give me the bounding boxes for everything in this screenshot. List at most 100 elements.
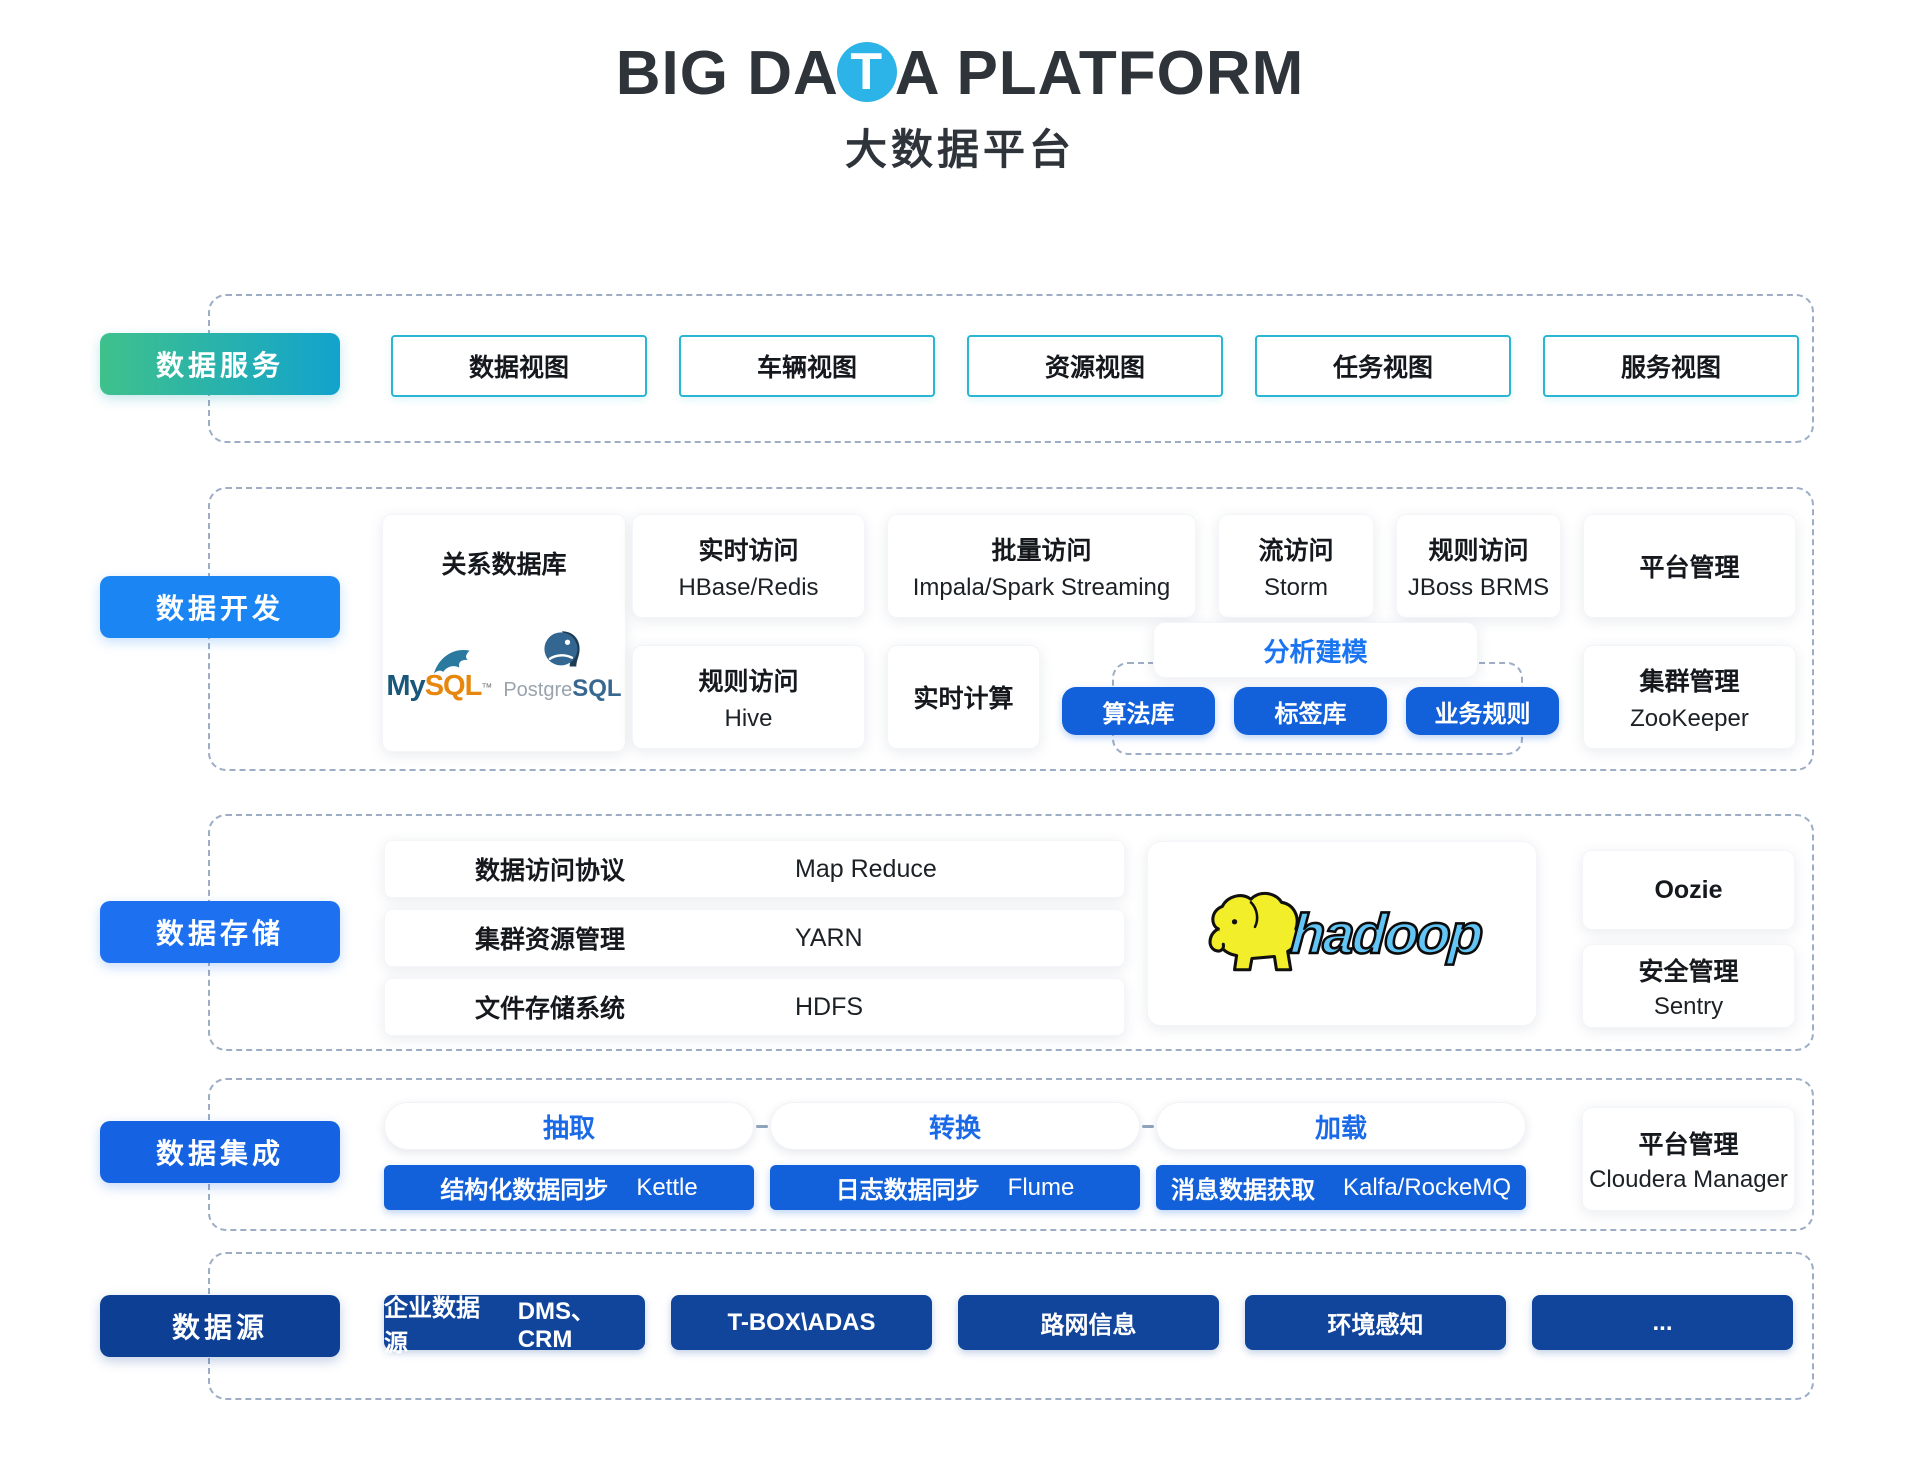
button-business-rules: 业务规则	[1406, 687, 1559, 735]
box-value: Cloudera Manager	[1589, 1165, 1788, 1193]
source-label: 路网信息	[1040, 1312, 1137, 1339]
source-value: DMS、CRM	[517, 1298, 596, 1353]
box-realtime-access: 实时访问 HBase/Redis	[632, 514, 865, 618]
source-label: 企业数据源	[384, 1294, 480, 1357]
mysql-dolphin-icon	[433, 649, 470, 674]
box-cloudera-manager: 平台管理 Cloudera Manager	[1582, 1107, 1795, 1211]
pipeline-value: Kettle	[636, 1173, 698, 1201]
storage-row-label: 数据访问协议	[475, 857, 626, 885]
step-connector	[756, 1124, 768, 1128]
box-realtime-compute: 实时计算	[887, 645, 1040, 749]
mysql-wordmark: MySQL™	[386, 670, 492, 703]
service-views-row: 数据视图 车辆视图 资源视图 任务视图 服务视图	[391, 335, 1799, 397]
view-box-data: 数据视图	[391, 335, 647, 397]
analysis-modeling-title: 分析建模	[1153, 622, 1478, 678]
box-title: 规则访问	[1428, 536, 1529, 565]
db-logos: MySQL™ PostgreSQL	[386, 581, 622, 751]
postgresql-wordmark: PostgreSQL	[503, 675, 621, 703]
storage-row-label: 集群资源管理	[475, 926, 626, 954]
step-connector	[1142, 1124, 1154, 1128]
analysis-modeling-group: 分析建模 算法库 标签库 业务规则	[1062, 622, 1561, 755]
storage-row-value: Map Reduce	[795, 854, 937, 883]
box-title: 实时访问	[698, 536, 799, 565]
mysql-wordmark-sql: SQL	[424, 670, 483, 702]
rail-label-data-services: 数据服务	[100, 333, 340, 395]
box-value: Storm	[1263, 573, 1328, 601]
pipeline-structured-sync-kettle: 结构化数据同步 Kettle	[384, 1165, 754, 1210]
box-value: Impala/Spark Streaming	[912, 573, 1171, 601]
section-data-storage: 数据访问协议 Map Reduce 集群资源管理 YARN 文件存储系统 HDF…	[208, 814, 1814, 1051]
relational-db-title: 关系数据库	[441, 551, 567, 579]
source-label: ...	[1652, 1308, 1673, 1336]
storage-row-yarn: 集群资源管理 YARN	[384, 909, 1125, 967]
box-value: JBoss BRMS	[1407, 573, 1550, 601]
box-platform-management: 平台管理	[1583, 514, 1796, 618]
development-top-row: 实时访问 HBase/Redis 批量访问 Impala/Spark Strea…	[632, 514, 1796, 618]
mysql-logo: MySQL™	[386, 643, 492, 703]
rail-label-data-integration: 数据集成	[100, 1121, 340, 1183]
box-stream-access: 流访问 Storm	[1218, 514, 1374, 618]
data-sources-row: 企业数据源 DMS、CRM T-BOX\ADAS 路网信息 环境感知 ...	[384, 1295, 1793, 1357]
box-title: 集群管理	[1639, 667, 1740, 696]
pipeline-message-fetch-mq: 消息数据获取 Kalfa/RockeMQ	[1156, 1165, 1526, 1210]
pipeline-label: 消息数据获取	[1170, 1177, 1315, 1204]
box-title: Oozie	[1654, 875, 1723, 904]
pipeline-label: 结构化数据同步	[440, 1177, 609, 1204]
postgresql-wordmark-pre: Postgre	[503, 679, 573, 701]
title-text-pre: BIG DA	[615, 39, 839, 108]
postgresql-elephant-icon	[544, 631, 581, 667]
box-value: Sentry	[1653, 992, 1724, 1020]
pipeline-value: Flume	[1007, 1173, 1075, 1201]
development-bottom-row: 规则访问 Hive 实时计算 分析建模 算法库 标签库 业务规则 集群管理 Zo…	[632, 622, 1796, 755]
section-data-sources: 企业数据源 DMS、CRM T-BOX\ADAS 路网信息 环境感知 ...	[208, 1252, 1814, 1400]
box-cluster-management-zookeeper: 集群管理 ZooKeeper	[1583, 645, 1796, 749]
source-label: T-BOX\ADAS	[727, 1308, 876, 1336]
view-box-task: 任务视图	[1255, 335, 1511, 397]
hadoop-logo-card: hadoop	[1147, 841, 1537, 1026]
box-title: 流访问	[1258, 536, 1334, 565]
box-value: ZooKeeper	[1630, 704, 1749, 732]
storage-rows: 数据访问协议 Map Reduce 集群资源管理 YARN 文件存储系统 HDF…	[384, 840, 1125, 1047]
box-rule-access-jboss: 规则访问 JBoss BRMS	[1396, 514, 1561, 618]
button-algorithm-library: 算法库	[1062, 687, 1215, 735]
box-oozie: Oozie	[1582, 850, 1795, 930]
postgresql-logo: PostgreSQL	[503, 628, 622, 703]
analysis-buttons-row: 算法库 标签库 业务规则	[1062, 687, 1559, 735]
box-title: 平台管理	[1638, 1130, 1739, 1159]
rail-label-data-sources: 数据源	[100, 1295, 340, 1357]
source-enterprise-dms-crm: 企业数据源 DMS、CRM	[384, 1295, 645, 1357]
relational-db-card: 关系数据库 MySQL™ PostgreSQL	[382, 514, 626, 752]
storage-row-value: YARN	[795, 923, 863, 952]
source-road-network: 路网信息	[958, 1295, 1219, 1350]
section-data-development: 关系数据库 MySQL™ PostgreSQL	[208, 487, 1814, 771]
title-circled-t-logo: T	[836, 41, 897, 102]
step-transform: 转换	[770, 1102, 1140, 1150]
step-extract: 抽取	[384, 1102, 754, 1150]
box-title: 规则访问	[698, 667, 799, 696]
mysql-trademark: ™	[481, 682, 492, 694]
rail-label-data-storage: 数据存储	[100, 901, 340, 963]
source-more: ...	[1532, 1295, 1793, 1350]
postgresql-wordmark-sql: SQL	[572, 675, 622, 702]
section-data-services: 数据视图 车辆视图 资源视图 任务视图 服务视图	[208, 294, 1814, 443]
pipeline-label: 日志数据同步	[835, 1177, 980, 1204]
box-security-sentry: 安全管理 Sentry	[1582, 944, 1795, 1028]
hadoop-elephant-icon	[1208, 891, 1299, 971]
box-rule-access-hive: 规则访问 Hive	[632, 645, 865, 749]
hadoop-wordmark: hadoop	[1287, 901, 1484, 967]
storage-row-mapreduce: 数据访问协议 Map Reduce	[384, 840, 1125, 898]
source-tbox-adas: T-BOX\ADAS	[671, 1295, 932, 1350]
page-subtitle: 大数据平台	[844, 126, 1075, 173]
storage-row-label: 文件存储系统	[475, 995, 626, 1023]
rail-label-data-development: 数据开发	[100, 576, 340, 638]
box-title: 实时计算	[913, 685, 1014, 713]
mysql-wordmark-my: My	[386, 670, 425, 702]
pipeline-buttons-row: 结构化数据同步 Kettle 日志数据同步 Flume 消息数据获取 Kalfa…	[384, 1165, 1526, 1210]
step-load: 加载	[1156, 1102, 1526, 1150]
view-box-vehicle: 车辆视图	[679, 335, 935, 397]
button-tag-library: 标签库	[1234, 687, 1387, 735]
section-data-integration: 抽取 转换 加载 结构化数据同步 Kettle 日志数据同步 Flume 消息数…	[208, 1078, 1814, 1231]
etl-steps-row: 抽取 转换 加载	[384, 1102, 1526, 1150]
box-title: 批量访问	[991, 536, 1092, 565]
